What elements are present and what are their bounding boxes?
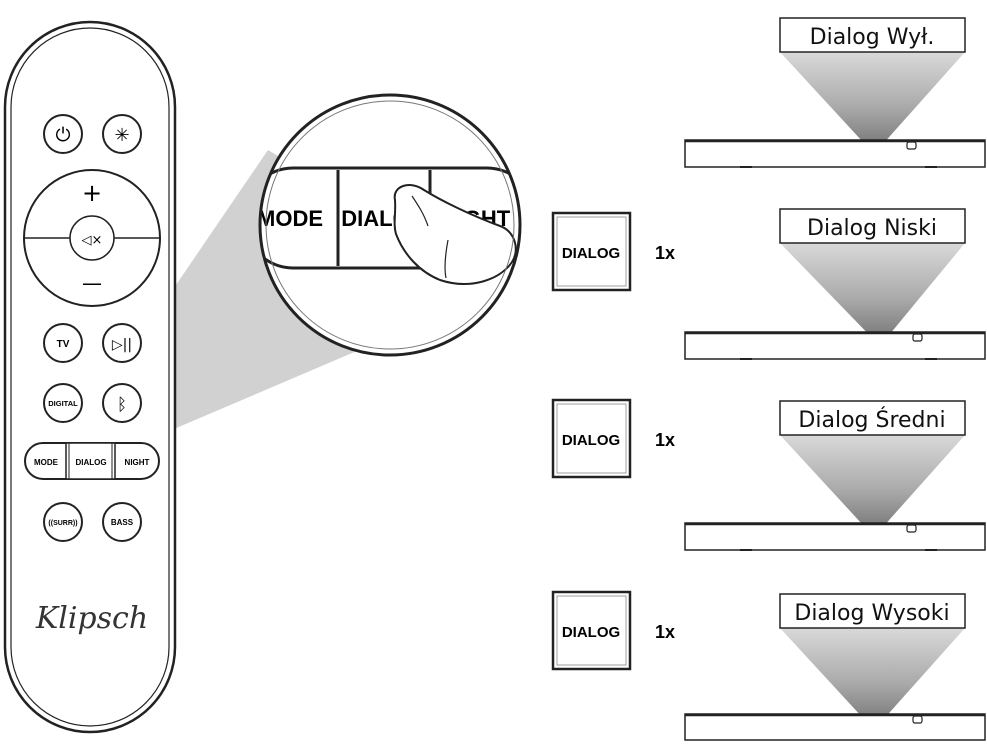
tv-label: TV [57,339,70,350]
surround-button[interactable]: ((SURR)) [43,502,83,542]
beam [780,435,965,537]
step-4: DIALOG 1x Dialog Wysoki [551,590,986,741]
mode-button[interactable]: MODE [34,458,59,467]
step-label: Dialog Niski [807,216,937,241]
step-label: Dialog Wysoki [794,601,949,626]
step-3: DIALOG 1x Dialog Średni [551,398,986,551]
dialog-key[interactable] [551,211,632,292]
step-label: Dialog Wył. [810,25,935,50]
digital-button[interactable]: DIGITAL [43,383,83,423]
step-1: Dialog Wył. [684,17,986,168]
press-count: 1x [655,622,675,642]
beam [780,243,965,346]
klipsch-logo: Klipsch [35,601,148,636]
bass-label: BASS [111,518,134,527]
surround-label: ((SURR)) [48,520,77,527]
volume-ring[interactable]: + — ◁× [23,169,161,307]
bluetooth-icon: ᛒ [117,395,127,415]
magnifier: MODE DIALOG NIGHT [257,93,522,357]
remote-control: ⏻ ✳ + — ◁× TV ▷|| DIGITAL [3,20,177,734]
power-button[interactable]: ⏻ [43,114,83,154]
digital-label: DIGITAL [48,399,78,408]
mode-dialog-night-bar: MODE DIALOG NIGHT [24,442,160,480]
dialog-button[interactable]: DIALOG [75,458,106,467]
step-label-box [779,17,966,53]
tv-button[interactable]: TV [43,323,83,363]
soundbar [684,331,986,360]
light-icon: ✳ [114,125,129,146]
play-pause-icon: ▷|| [112,337,132,353]
press-count: 1x [655,243,675,263]
dialog-key-label: DIALOG [562,432,620,449]
bass-button[interactable]: BASS [102,502,142,542]
step-label: Dialog Średni [798,407,945,433]
power-icon: ⏻ [55,124,70,146]
soundbar [684,713,986,741]
dialog-key[interactable] [551,398,632,479]
bluetooth-button[interactable]: ᛒ [102,383,142,423]
step-label-box [779,593,966,629]
volume-up-icon[interactable]: + [82,179,102,207]
soundbar [684,522,986,551]
mute-icon[interactable]: ◁× [82,233,103,248]
step-2: DIALOG 1x Dialog Niski [551,208,986,360]
step-label-box [779,208,966,244]
dialog-key-label: DIALOG [562,245,620,262]
finger-icon [393,184,517,285]
light-button[interactable]: ✳ [102,114,142,154]
dialog-key[interactable] [551,590,632,671]
night-button[interactable]: NIGHT [125,458,150,467]
zoom-mode-label: MODE [257,206,323,231]
press-count: 1x [655,430,675,450]
dialog-key-label: DIALOG [562,624,620,641]
play-pause-button[interactable]: ▷|| [102,323,142,363]
step-label-box [779,400,966,436]
volume-down-icon[interactable]: — [82,271,102,295]
beam [780,628,965,730]
soundbar [684,139,986,168]
beam [780,52,965,154]
